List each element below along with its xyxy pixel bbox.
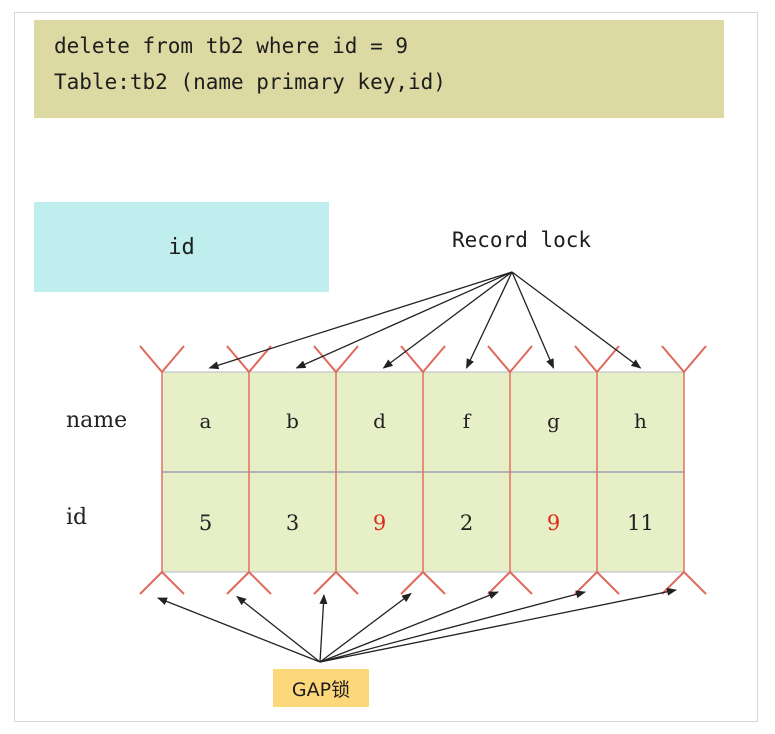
- gap-lock-mark-top: [313, 345, 359, 374]
- index-label-box: id: [34, 202, 329, 292]
- row-label-name: name: [66, 408, 128, 433]
- record-name-cell: g: [547, 409, 560, 433]
- gap-lock-mark-bottom: [661, 570, 707, 595]
- record-name-cell: b: [286, 409, 299, 433]
- gap-lock-mark-top: [661, 345, 707, 374]
- sql-query-line: delete from tb2 where id = 9: [54, 34, 409, 58]
- gap-lock-mark-top: [226, 345, 272, 374]
- index-label: id: [168, 234, 195, 260]
- record-id-cell: 2: [460, 511, 473, 535]
- record-name-cell: d: [373, 409, 386, 433]
- gap-lock-arrow: [319, 592, 412, 663]
- gap-lock-mark-bottom: [574, 570, 620, 595]
- record-id-cell: 3: [286, 511, 299, 535]
- record-name-cell: a: [200, 409, 212, 433]
- gap-lock-arrow: [157, 597, 321, 663]
- gap-lock-arrow: [236, 595, 321, 663]
- record-lock-arrow: [208, 271, 513, 370]
- gap-lock-mark-top: [574, 345, 620, 374]
- record-id-cell: 11: [627, 511, 654, 535]
- gap-lock-arrow: [319, 587, 677, 663]
- record-lock-arrow: [382, 271, 513, 369]
- gap-lock-label: GAP锁: [273, 669, 369, 707]
- record-id-cell: 9: [373, 511, 386, 535]
- gap-lock-mark-bottom: [400, 570, 446, 595]
- record-name-cell: f: [463, 409, 472, 433]
- gap-lock-arrow: [319, 594, 328, 663]
- record-id-cell: 5: [199, 511, 212, 535]
- record-lock-arrow: [511, 271, 642, 369]
- record-lock-label: Record lock: [452, 228, 592, 252]
- gap-lock-mark-top: [400, 345, 446, 374]
- record-lock-arrow: [295, 271, 513, 369]
- gap-lock-arrow: [319, 591, 499, 663]
- gap-lock-text: GAP锁: [291, 678, 351, 701]
- gap-lock-mark-top: [487, 345, 533, 374]
- gap-lock-mark-bottom: [487, 570, 533, 595]
- sql-table-def-line: Table:tb2 (name primary key,id): [54, 70, 446, 94]
- record-name-cell: h: [634, 409, 647, 433]
- row-label-id: id: [66, 505, 88, 530]
- gap-lock-mark-bottom: [226, 570, 272, 595]
- sql-statement-box: delete from tb2 where id = 9 Table:tb2 (…: [34, 20, 724, 118]
- gap-lock-arrow: [319, 590, 586, 663]
- record-lock-arrow: [465, 271, 513, 369]
- gap-lock-mark-bottom: [139, 570, 185, 595]
- gap-lock-mark-bottom: [313, 570, 359, 595]
- record-id-cell: 9: [547, 511, 560, 535]
- record-lock-arrow: [511, 271, 555, 369]
- gap-lock-mark-top: [139, 345, 185, 374]
